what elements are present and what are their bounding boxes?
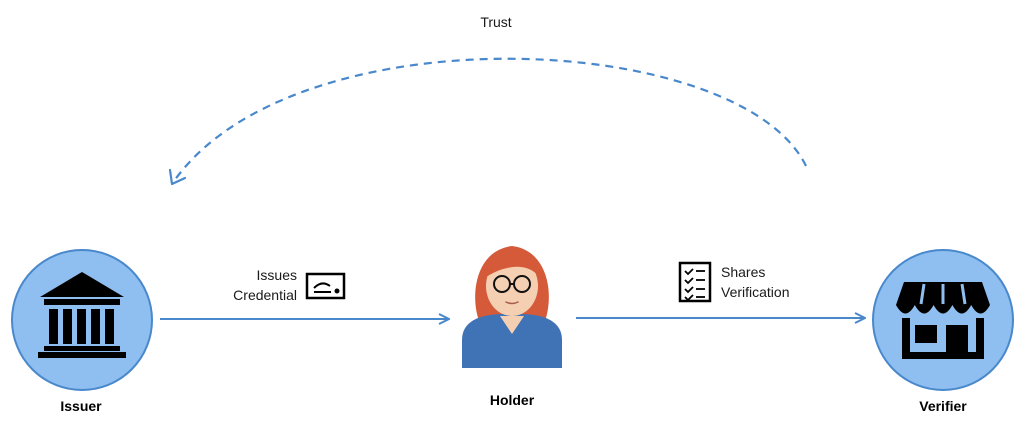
share-line1: Shares	[721, 264, 765, 280]
verifier-node: Verifier	[872, 249, 1014, 414]
holder-label: Holder	[490, 392, 535, 408]
trust-arrowhead	[168, 168, 187, 186]
holder-node: Holder	[462, 246, 562, 408]
checklist-icon	[678, 261, 712, 303]
verifier-circle	[872, 249, 1014, 391]
storefront-icon	[896, 282, 990, 359]
issue-line2: Credential	[233, 287, 297, 303]
issue-edge-label: Issues Credential	[233, 267, 346, 303]
share-edge-label: Shares Verification	[678, 261, 789, 303]
trust-label: Trust	[480, 14, 511, 30]
certificate-icon	[305, 272, 346, 300]
person-avatar	[462, 246, 562, 368]
issue-line1: Issues	[257, 267, 297, 283]
issuer-node: Issuer	[11, 249, 153, 414]
trust-arrow	[171, 57, 807, 185]
bank-icon	[38, 272, 126, 358]
share-line2: Verification	[721, 284, 789, 300]
issuer-label: Issuer	[60, 398, 102, 414]
verifier-label: Verifier	[919, 398, 967, 414]
